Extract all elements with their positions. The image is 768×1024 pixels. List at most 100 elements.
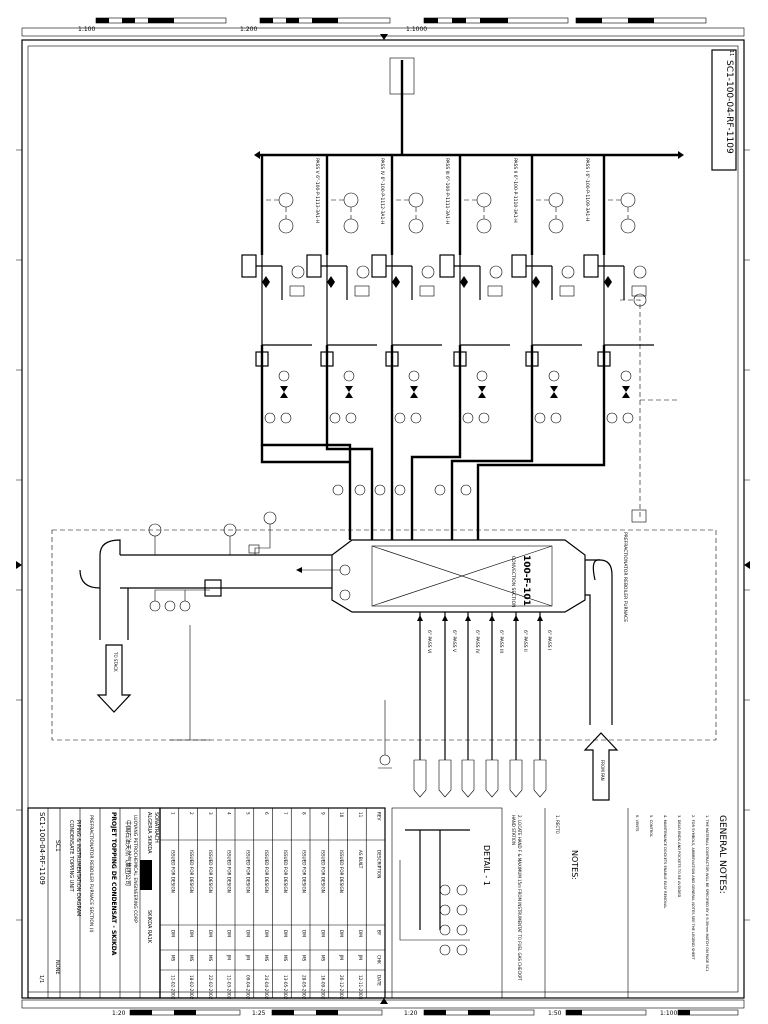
instrument-bubble bbox=[278, 370, 290, 382]
flow-indicator-bubble bbox=[548, 218, 564, 234]
tb-title-1: CONDENSATE TOPPING UNIT bbox=[68, 820, 74, 893]
revision-cell-rev: 2 bbox=[189, 812, 194, 815]
revision-cell-rev: 11 bbox=[358, 812, 363, 818]
edge-tick-marks bbox=[16, 34, 750, 1004]
top-scale-bars: 1:100 1:200 1:1000 bbox=[21, 17, 745, 37]
revision-cell-chk: JM bbox=[245, 954, 250, 960]
revision-cell-rev: 10 bbox=[339, 812, 344, 818]
revision-cell-desc: ISSUED FOR DESIGN bbox=[170, 850, 175, 893]
note-3: HAND STATION bbox=[511, 815, 516, 845]
revision-cell-rev: 8 bbox=[302, 812, 307, 815]
scale-label-top-1: 1:100 bbox=[78, 26, 95, 33]
instrument-box bbox=[559, 285, 575, 297]
scale-label-top-2: 1:200 bbox=[240, 26, 257, 33]
flow-indicator-bubble bbox=[620, 218, 636, 234]
revision-cell-by: DM bbox=[170, 930, 175, 937]
temperature-bubble bbox=[374, 484, 386, 496]
instrument-bubble bbox=[606, 412, 618, 424]
revision-cell-chk: MS bbox=[189, 955, 194, 962]
bottom-pass-5: 6" PASS II bbox=[509, 612, 528, 798]
revision-cell-chk: MS bbox=[170, 955, 175, 962]
tb-project: PROJET TOPPING DE CONDENSAT - SKIKDA bbox=[110, 812, 117, 956]
flow-indicator-bubble bbox=[278, 218, 294, 234]
notes-block: NOTES: 1. RECTO 2. LOCATE HAND F & MAXIM… bbox=[511, 808, 579, 998]
revision-header-cell: BY bbox=[377, 930, 382, 936]
bottom-pass-1: 6" PASS VI bbox=[413, 612, 432, 798]
pass-column-5: PASS I 6"-100-P-1109-3A1-H bbox=[511, 155, 590, 430]
revision-cell-date: 18-02-2002 bbox=[189, 975, 194, 1000]
instrument-bubble bbox=[291, 265, 305, 279]
revision-cell-date: 09-04-2002 bbox=[245, 975, 250, 1000]
control-valve-box bbox=[241, 254, 257, 278]
general-note-item: 3. DEAD ENDS AND POCKETS TO BE AVOIDED bbox=[677, 815, 681, 898]
tb-company-en: LUOYANG PETROCHEMICAL ENGINEERING CORP bbox=[132, 815, 138, 923]
pass-offpage-connector bbox=[461, 759, 475, 798]
bottom-pass-label: 6" PASS VI bbox=[426, 630, 432, 653]
bottom-pass-label: 6" PASS V bbox=[451, 630, 457, 653]
flow-indicator-bubble bbox=[343, 218, 359, 234]
pass-column-4: PASS II 6"-100-P-1110-3A1-H bbox=[439, 155, 518, 430]
pass-line-label: PASS V 6"-100-P-1113-3A1-H bbox=[314, 158, 320, 223]
instrument-bubble bbox=[476, 370, 488, 382]
control-valve-box bbox=[306, 254, 322, 278]
revision-cell-desc: ISSUED FOR DESIGN bbox=[189, 850, 194, 893]
tb-unit: SC1 bbox=[54, 840, 61, 852]
revision-cell-date: 24-04-2002 bbox=[264, 975, 269, 1000]
temperature-bubble bbox=[460, 484, 472, 496]
bottom-pass-label: 6" PASS III bbox=[498, 630, 504, 653]
pass-line-label: PASS III 6"-100-P-1111-3A1-H bbox=[444, 158, 450, 224]
revision-cell-rev: 1 bbox=[170, 812, 175, 815]
bottom-pass-lines: 6" PASS VI 6" PASS V 6" PASS IV 6" PASS III… bbox=[413, 612, 552, 798]
instrument-bubble bbox=[280, 412, 292, 424]
revision-header-cell: DATE bbox=[377, 975, 382, 986]
control-valve-box bbox=[439, 254, 455, 278]
revision-cell-chk: MS bbox=[208, 955, 213, 962]
revision-cell-desc: ISSUED FOR DESIGN bbox=[264, 850, 269, 893]
instrument-bubble bbox=[343, 370, 355, 382]
instrument-bubble bbox=[421, 265, 435, 279]
revision-header-cell: REV bbox=[377, 812, 382, 821]
instrument-bubble bbox=[534, 412, 546, 424]
furnace-casing bbox=[331, 539, 586, 613]
tb-scale: NONE bbox=[54, 960, 60, 975]
instrument-box bbox=[419, 285, 435, 297]
flow-indicator-bubble bbox=[278, 192, 294, 208]
instrument-bubble bbox=[329, 412, 341, 424]
instrument-bubble bbox=[408, 370, 420, 382]
instrument-box bbox=[631, 285, 647, 297]
bottom-pass-label: 6" PASS I bbox=[546, 630, 552, 650]
pass-offpage-connector bbox=[533, 759, 547, 798]
revision-cell-by: DM bbox=[320, 930, 325, 937]
revision-cell-by: DM bbox=[302, 930, 307, 937]
pass-line-label: PASS I 6"-100-P-1109-3A1-H bbox=[584, 158, 590, 221]
revision-cell-desc: ISSUED FOR DESIGN bbox=[227, 850, 232, 893]
revision-cell-date: 20-12-2002 bbox=[339, 975, 344, 1000]
drawing-number-box: SC1-100-04-RF-1109 11 bbox=[711, 49, 737, 171]
revision-cell-desc: ISSUED FOR DESIGN bbox=[283, 850, 288, 893]
general-notes-title: GENERAL NOTES: bbox=[717, 815, 727, 894]
pass-routing-lines bbox=[260, 293, 680, 540]
instrument-bubble bbox=[356, 265, 370, 279]
bottom-pass-3: 6" PASS IV bbox=[461, 612, 480, 798]
revision-cell-chk: MS bbox=[320, 955, 325, 962]
flow-indicator-bubble bbox=[476, 218, 492, 234]
flow-indicator-bubble bbox=[408, 218, 424, 234]
revision-cell-rev: 4 bbox=[227, 812, 232, 815]
stack-outlet-arrow bbox=[96, 644, 132, 713]
revision-cell-desc: ISSUED FOR DESIGN bbox=[320, 850, 325, 893]
revision-cell-chk: MS bbox=[264, 955, 269, 962]
instrument-bubble bbox=[622, 412, 634, 424]
pass-offpage-connector bbox=[413, 759, 427, 798]
heater-tag: 100-F-101 bbox=[521, 555, 531, 606]
revision-cell-date: 11-03-2002 bbox=[227, 975, 232, 1000]
revision-cell-rev: 9 bbox=[320, 812, 325, 815]
scale-label-bottom-1: 1:20 bbox=[112, 1010, 126, 1017]
tb-drawing-number: SC1-100-04-RF-1109 bbox=[38, 812, 46, 885]
revision-cell-date: 11-02-2002 bbox=[170, 975, 175, 1000]
